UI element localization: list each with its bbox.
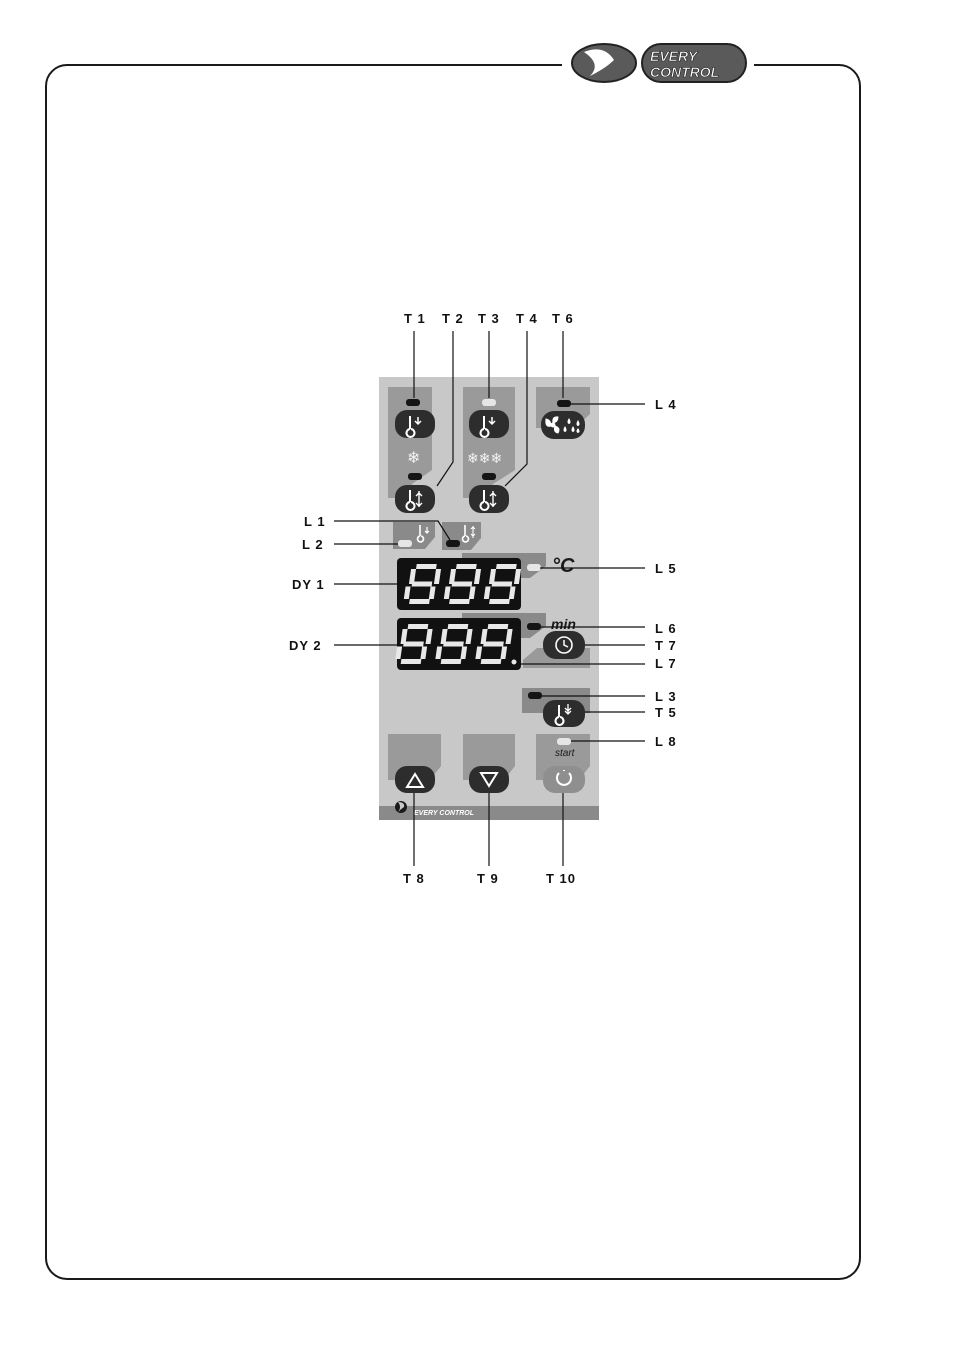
callout-l7: L 7: [655, 656, 677, 671]
dy2-digits-1-segment: [443, 642, 464, 647]
dy1-digits-0-segment: [409, 599, 430, 604]
callout-l2: L 2: [302, 537, 324, 552]
celsius-unit: °C: [552, 555, 575, 577]
dy2-digits-2-segment: [481, 659, 502, 664]
callout-l5: L 5: [655, 561, 677, 576]
dy2-digits-0-segment: [403, 642, 424, 647]
callout-t6: T 6: [552, 311, 574, 326]
start-label: start: [555, 748, 576, 759]
dy2-digits-0-segment: [408, 624, 429, 629]
button-t8-up[interactable]: [395, 766, 435, 793]
callout-l3: L 3: [655, 689, 677, 704]
callout-l4: L 4: [655, 397, 677, 412]
snowflake-icon: ❄: [407, 450, 420, 467]
dy1-digits-2-segment: [496, 564, 517, 569]
dy2-digits-2-segment: [483, 642, 504, 647]
dy1-digits-0-segment: [416, 564, 437, 569]
led-t4: [482, 473, 496, 480]
led-l7: [512, 660, 517, 665]
led-l6: [527, 623, 541, 630]
button-t3[interactable]: [469, 410, 509, 438]
led-l5: [527, 564, 541, 571]
led-l1: [446, 540, 460, 547]
callout-t9: T 9: [477, 871, 499, 886]
dy2-digits-1-segment: [448, 624, 469, 629]
led-l3: [528, 692, 542, 699]
led-t3: [482, 399, 496, 406]
callout-t1: T 1: [404, 311, 426, 326]
button-t10-start[interactable]: [543, 766, 585, 793]
dy1-digits-1-segment: [449, 599, 470, 604]
callout-t10: T 10: [546, 871, 576, 886]
dy1-digits-2-segment: [489, 599, 510, 604]
dy2-digits-0-segment: [401, 659, 422, 664]
dy1-digits-2-segment: [492, 582, 513, 587]
button-t4[interactable]: [469, 485, 509, 513]
button-t1[interactable]: [395, 410, 435, 438]
callout-l8: L 8: [655, 734, 677, 749]
dy1-digits-1-segment: [452, 582, 473, 587]
minutes-unit: min: [551, 616, 576, 632]
dy1-digits-0-segment: [412, 582, 433, 587]
panel-footer-brand: EVERY CONTROL: [414, 810, 474, 817]
dy1-digits-1-segment: [456, 564, 477, 569]
led-l2: [398, 540, 412, 547]
callout-t4: T 4: [516, 311, 538, 326]
led-t1: [406, 399, 420, 406]
callout-t5: T 5: [655, 705, 677, 720]
led-l4: [557, 400, 571, 407]
callout-l1: L 1: [304, 514, 326, 529]
button-t6[interactable]: [541, 411, 585, 439]
dy2-digits-2-segment: [488, 624, 509, 629]
led-l8: [557, 738, 571, 745]
callout-t7: T 7: [655, 638, 677, 653]
button-t7[interactable]: [543, 631, 585, 659]
callout-t8: T 8: [403, 871, 425, 886]
callout-dy1: DY 1: [292, 577, 325, 592]
led-t2: [408, 473, 422, 480]
callout-dy2: DY 2: [289, 638, 322, 653]
callout-t3: T 3: [478, 311, 500, 326]
triple-snowflake-icon: ❄❄❄: [467, 450, 502, 466]
dy2-digits-1-segment: [441, 659, 462, 664]
button-t5[interactable]: [543, 700, 585, 727]
callout-t2: T 2: [442, 311, 464, 326]
callout-l6: L 6: [655, 621, 677, 636]
button-t2[interactable]: [395, 485, 435, 513]
button-t9-down[interactable]: [469, 766, 509, 793]
